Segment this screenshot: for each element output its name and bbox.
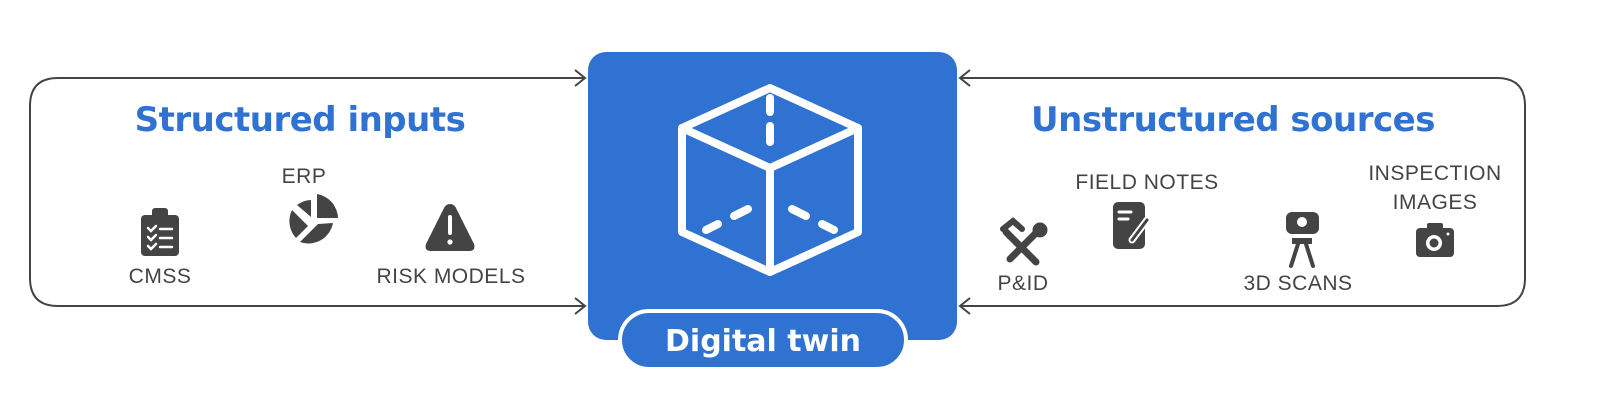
inspection-images-label-line1: INSPECTION xyxy=(1368,162,1501,185)
digital-twin-label: Digital twin xyxy=(665,324,861,359)
3d-scans-label: 3D SCANS xyxy=(1243,272,1352,295)
inspection-images-label-line2: IMAGES xyxy=(1393,191,1478,214)
pie-chart-icon xyxy=(289,194,338,244)
digital-twin-pill xyxy=(618,309,908,371)
risk-models-label: RISK MODELS xyxy=(376,265,525,288)
notes-icon xyxy=(1113,202,1151,249)
left-panel-title: Structured inputs xyxy=(135,100,466,140)
tools-icon xyxy=(1000,217,1048,266)
pid-label: P&ID xyxy=(997,272,1048,295)
right-panel-frame xyxy=(958,69,1526,315)
right-panel-title: Unstructured sources xyxy=(1031,100,1435,140)
warning-icon xyxy=(425,204,475,251)
erp-label: ERP xyxy=(282,165,327,188)
camera-icon xyxy=(1416,223,1454,257)
cmss-label: CMSS xyxy=(129,265,192,288)
cube-icon xyxy=(678,84,862,276)
tripod-scanner-icon xyxy=(1286,212,1319,268)
clipboard-checklist-icon xyxy=(141,208,179,256)
field-notes-label: FIELD NOTES xyxy=(1075,171,1218,194)
left-panel-frame xyxy=(29,69,587,315)
